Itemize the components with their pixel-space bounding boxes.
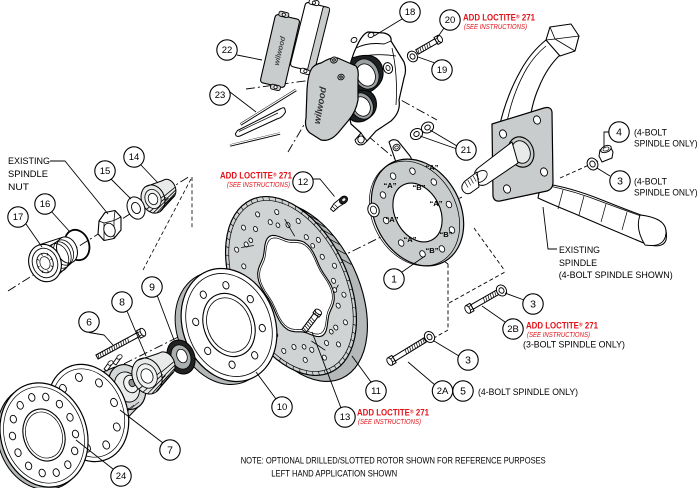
svg-text:(SEE INSTRUCTIONS): (SEE INSTRUCTIONS)	[227, 180, 290, 189]
svg-text:14: 14	[129, 152, 140, 163]
svg-text:13: 13	[340, 412, 351, 423]
svg-text:8: 8	[119, 297, 125, 309]
svg-text:22: 22	[222, 45, 233, 56]
svg-text:12: 12	[298, 177, 309, 188]
svg-text:NOTE: OPTIONAL DRILLED/SLOTTED: NOTE: OPTIONAL DRILLED/SLOTTED ROTOR SHO…	[241, 456, 546, 466]
svg-text:SPINDLE: SPINDLE	[8, 169, 48, 180]
svg-text:2A: 2A	[437, 386, 449, 397]
svg-text:9: 9	[149, 282, 155, 294]
svg-text:(4-BOLT SPINDLE ONLY): (4-BOLT SPINDLE ONLY)	[478, 387, 578, 398]
svg-text:(4-BOLT SPINDLE SHOWN): (4-BOLT SPINDLE SHOWN)	[559, 270, 673, 281]
svg-text:6: 6	[86, 317, 92, 329]
svg-text:18: 18	[405, 7, 416, 18]
svg-text:(4-BOLT: (4-BOLT	[634, 128, 667, 139]
svg-text:3: 3	[465, 355, 471, 367]
svg-text:EXISTING: EXISTING	[559, 245, 600, 256]
svg-text:(3-BOLT SPINDLE ONLY): (3-BOLT SPINDLE ONLY)	[523, 340, 625, 351]
svg-text:24: 24	[116, 471, 127, 482]
svg-text:“A”: “A”	[384, 181, 397, 190]
svg-text:1: 1	[391, 274, 397, 286]
svg-text:“A”: “A”	[430, 199, 443, 208]
svg-text:ADD LOCTITE® 271: ADD LOCTITE® 271	[463, 13, 535, 23]
svg-text:“A”: “A”	[426, 163, 439, 172]
svg-text:20: 20	[445, 15, 456, 26]
svg-text:(SEE INSTRUCTIONS): (SEE INSTRUCTIONS)	[358, 417, 421, 426]
svg-text:7: 7	[167, 445, 173, 457]
svg-text:17: 17	[13, 212, 24, 223]
svg-text:3: 3	[617, 176, 623, 188]
svg-text:3: 3	[530, 299, 536, 311]
svg-text:“A”: “A”	[404, 235, 417, 244]
svg-text:“B”: “B”	[426, 246, 439, 255]
svg-text:SPINDLE: SPINDLE	[559, 258, 597, 269]
svg-text:SPINDLE ONLY): SPINDLE ONLY)	[634, 139, 698, 150]
svg-text:16: 16	[40, 199, 51, 210]
svg-text:2B: 2B	[507, 324, 519, 335]
svg-text:5: 5	[460, 386, 466, 398]
svg-text:(SEE INSTRUCTIONS): (SEE INSTRUCTIONS)	[464, 22, 527, 31]
svg-text:ADD LOCTITE® 271: ADD LOCTITE® 271	[220, 171, 292, 181]
svg-text:NUT: NUT	[8, 182, 29, 193]
svg-text:4: 4	[616, 127, 622, 139]
svg-text:(4-BOLT: (4-BOLT	[634, 177, 667, 188]
svg-text:(SEE INSTRUCTIONS): (SEE INSTRUCTIONS)	[527, 330, 590, 339]
svg-text:11: 11	[371, 386, 381, 397]
svg-text:“B”: “B”	[440, 230, 453, 239]
svg-text:23: 23	[215, 90, 226, 101]
svg-text:ADD LOCTITE® 271: ADD LOCTITE® 271	[357, 408, 429, 418]
svg-text:21: 21	[461, 145, 472, 156]
svg-text:SPINDLE ONLY): SPINDLE ONLY)	[634, 188, 698, 199]
svg-text:19: 19	[437, 65, 448, 76]
svg-text:ADD LOCTITE® 271: ADD LOCTITE® 271	[526, 321, 598, 331]
svg-text:EXISTING: EXISTING	[8, 156, 50, 167]
svg-text:15: 15	[100, 166, 111, 177]
svg-text:LEFT HAND APPLICATION SHOWN: LEFT HAND APPLICATION SHOWN	[271, 468, 397, 478]
svg-text:“B”: “B”	[413, 183, 426, 192]
svg-text:10: 10	[277, 402, 288, 413]
svg-text:“A”: “A”	[386, 215, 399, 224]
